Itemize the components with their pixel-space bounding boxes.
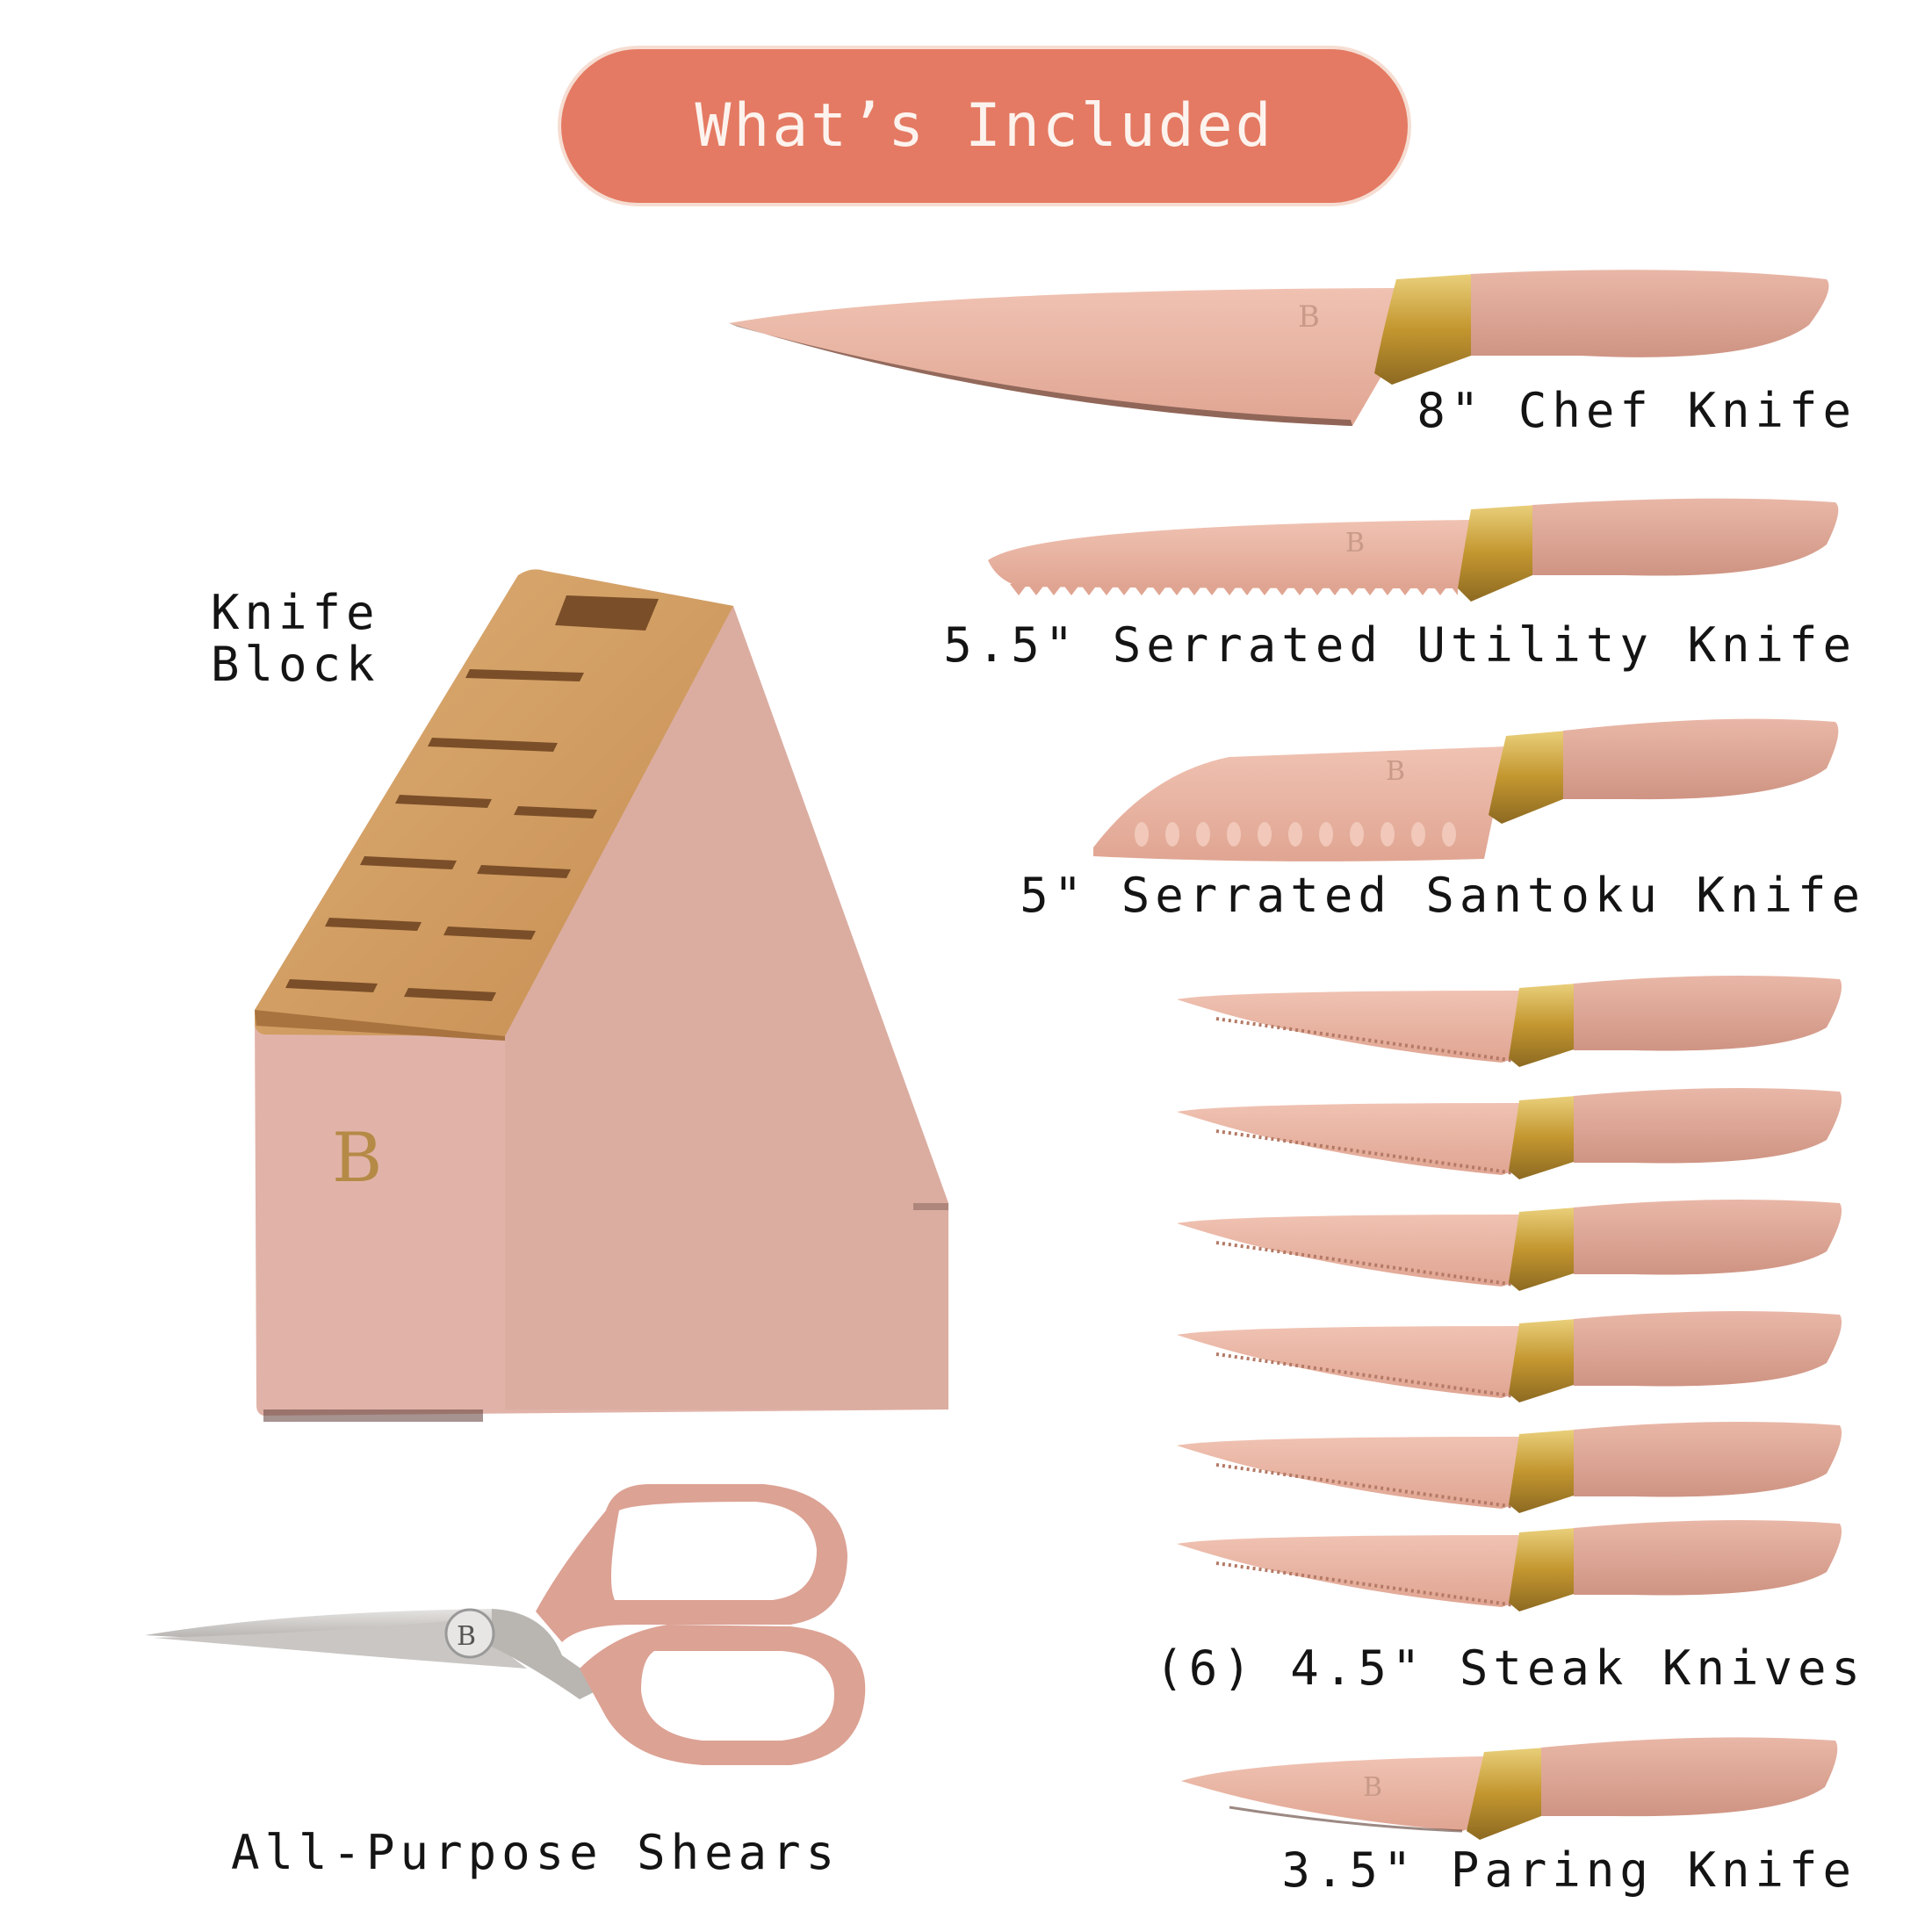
shears-image: B xyxy=(145,1484,866,1765)
label-santoku-knife: 5" Serrated Santoku Knife xyxy=(1020,868,1865,923)
label-knife-block: Knife Block xyxy=(211,587,380,691)
label-knife-block-line1: Knife xyxy=(211,585,380,640)
santoku-knife-logo: B xyxy=(1386,756,1405,787)
steak-knife xyxy=(1177,1200,1842,1291)
label-steak-knives: (6) 4.5" Steak Knives xyxy=(1155,1640,1865,1696)
santoku-knife-image: B xyxy=(1093,718,1839,861)
label-paring-knife: 3.5" Paring Knife xyxy=(1281,1842,1856,1898)
steak-knife xyxy=(1177,1422,1842,1513)
whats-included-banner: What’s Included xyxy=(561,49,1408,203)
steak-knife xyxy=(1177,1088,1842,1179)
label-chef-knife: 8" Chef Knife xyxy=(1417,383,1856,438)
paring-knife-logo: B xyxy=(1363,1772,1382,1803)
label-knife-block-line2: Block xyxy=(211,637,380,693)
label-utility-knife: 5.5" Serrated Utility Knife xyxy=(943,617,1856,673)
knife-block-logo: B xyxy=(332,1119,382,1198)
steak-knife xyxy=(1177,1311,1842,1402)
label-shears: All-Purpose Shears xyxy=(231,1825,840,1880)
utility-knife-image: B xyxy=(988,498,1839,602)
steak-knives-image xyxy=(1177,976,1842,1611)
utility-knife-logo: B xyxy=(1345,528,1365,559)
chef-knife-image: B xyxy=(729,270,1829,426)
steak-knife xyxy=(1177,976,1842,1067)
banner-title: What’s Included xyxy=(695,91,1274,161)
paring-knife-image: B xyxy=(1181,1737,1838,1840)
knife-block-image: B xyxy=(255,569,948,1422)
shears-logo: B xyxy=(457,1621,476,1652)
steak-knife xyxy=(1177,1520,1842,1611)
chef-knife-logo: B xyxy=(1298,299,1320,335)
